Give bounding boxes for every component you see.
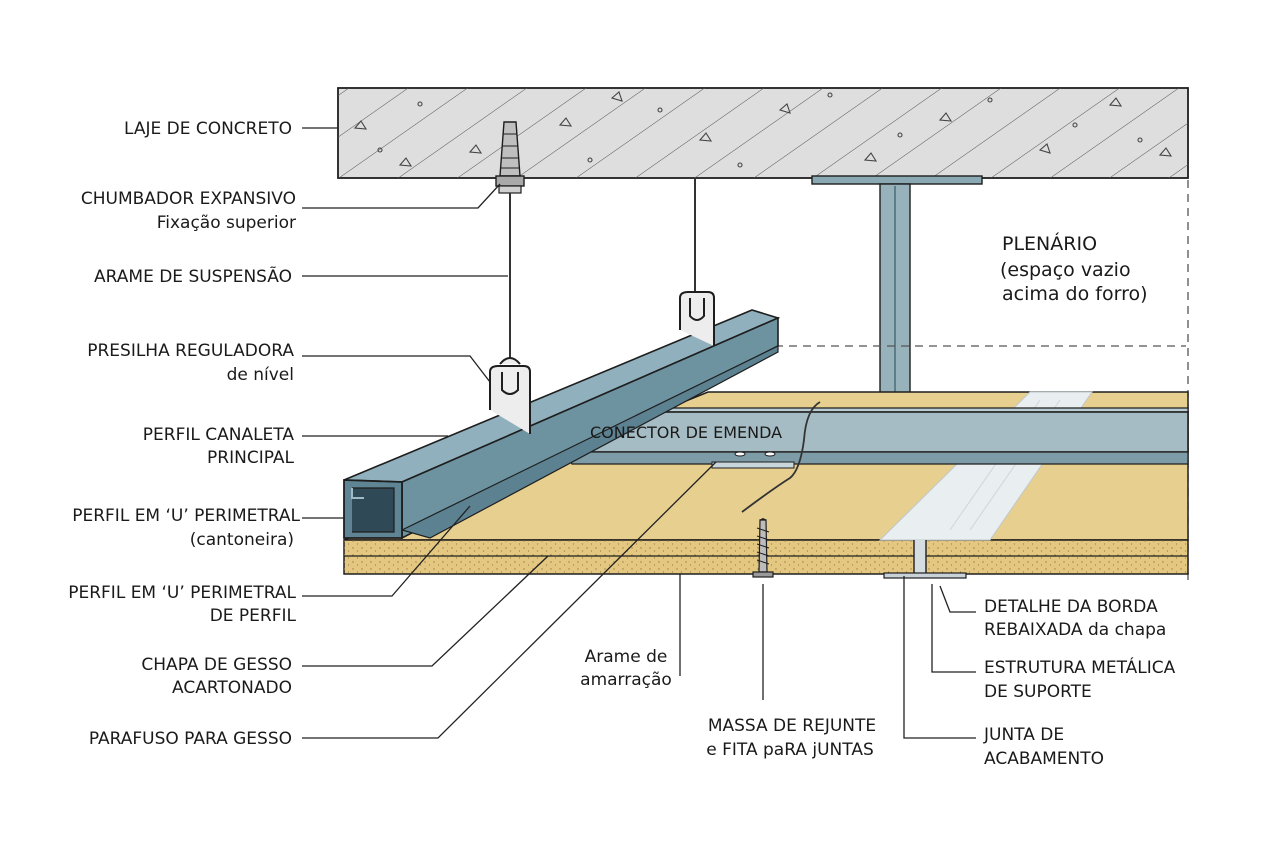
- label-cantoneira: (cantoneira): [190, 530, 294, 550]
- level-clips: [489, 291, 715, 434]
- label-perfil-u-perimetral-2: PERFIL EM ‘U’ PERIMETRAL: [68, 583, 296, 603]
- label-acima-do-forro: acima do forro): [1002, 283, 1148, 305]
- label-detalhe-da-borda: DETALHE DA BORDA: [984, 597, 1158, 617]
- label-rebaixada-da-chapa: REBAIXADA da chapa: [984, 620, 1166, 640]
- label-de-nivel: de nível: [227, 365, 294, 385]
- main-channel-profile: [343, 309, 781, 540]
- label-chapa-de-gesso: CHAPA DE GESSO: [141, 655, 292, 675]
- label-arame-de-suspensao: ARAME DE SUSPENSÃO: [94, 265, 292, 287]
- leader-lines: [302, 127, 976, 739]
- label-massa-de-rejunte: MASSA DE REJUNTE: [708, 716, 876, 736]
- drywall-screw: [752, 518, 774, 578]
- label-fita-para-juntas: e FITA paRA jUNTAS: [706, 740, 874, 760]
- label-conector-de-emenda: CONECTOR DE EMENDA: [590, 423, 782, 442]
- label-amarracao: amarração: [580, 670, 672, 690]
- label-arame-de: Arame de: [585, 647, 668, 667]
- tie-wire: [741, 401, 821, 513]
- label-parafuso-para-gesso: PARAFUSO PARA GESSO: [89, 729, 292, 749]
- steel-support-structure: [811, 175, 983, 409]
- label-fixacao-superior: Fixação superior: [157, 213, 296, 233]
- concrete-slab: [337, 87, 1189, 179]
- label-de-perfil: DE PERFIL: [210, 606, 297, 626]
- label-estrutura-metalica: ESTRUTURA METÁLICA: [984, 656, 1176, 678]
- splice-connector: [563, 407, 1189, 469]
- label-espaco-vazio: (espaço vazio: [1000, 259, 1131, 281]
- label-principal: PRINCIPAL: [207, 448, 294, 468]
- expansion-anchor: [495, 121, 525, 194]
- label-perfil-canaleta: PERFIL CANALETA: [143, 425, 295, 445]
- label-chumbador-expansivo: CHUMBADOR EXPANSIVO: [81, 189, 296, 209]
- label-acabamento: ACABAMENTO: [984, 749, 1104, 769]
- label-acartonado: ACARTONADO: [172, 678, 292, 698]
- label-laje-de-concreto: LAJE DE CONCRETO: [124, 119, 292, 139]
- label-presilha-reguladora: PRESILHA REGULADORA: [87, 341, 294, 361]
- labels: LAJE DE CONCRETO CHUMBADOR EXPANSIVO Fix…: [68, 119, 1175, 769]
- suspension-wires: [509, 178, 696, 362]
- label-junta-de: JUNTA DE: [983, 725, 1064, 745]
- label-de-suporte: DE SUPORTE: [984, 682, 1092, 702]
- label-plenario: PLENÁRIO: [1002, 232, 1097, 255]
- label-perfil-u-perimetral: PERFIL EM ‘U’ PERIMETRAL: [72, 506, 300, 526]
